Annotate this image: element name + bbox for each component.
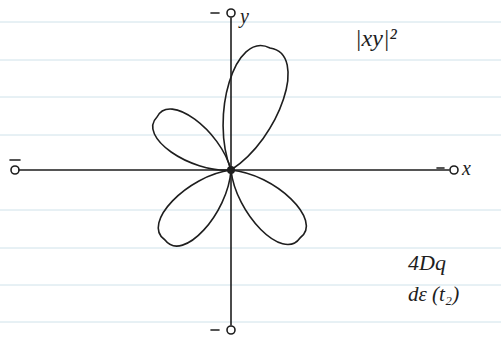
axis-label: y — [240, 6, 249, 26]
lobe — [223, 46, 288, 170]
symmetry-label: dε (t₂) — [408, 284, 459, 305]
axes — [10, 9, 458, 334]
lobe — [158, 170, 231, 246]
energy-label: 4Dq — [408, 252, 446, 274]
lobe — [153, 109, 231, 170]
function-label: |xy|² — [355, 26, 397, 50]
orbital-lobes — [153, 46, 307, 246]
axis-label: x — [462, 158, 471, 178]
ruled-lines — [0, 22, 501, 322]
lobe — [231, 170, 306, 245]
nucleus-dot — [227, 166, 235, 174]
